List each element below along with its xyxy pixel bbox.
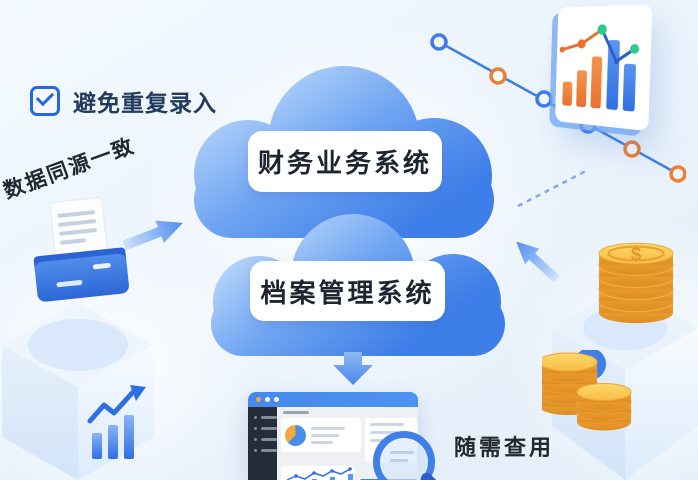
coin-stack-icon: [577, 384, 631, 431]
sidebar-item: [248, 427, 277, 430]
document-inbox-icon: [28, 195, 130, 302]
window-titlebar: [248, 392, 418, 407]
node-dot: [625, 142, 639, 156]
window-dot-icon: [274, 397, 279, 402]
feature-avoid-duplicate: 避免重复录入: [30, 84, 217, 118]
arrow-up-left-icon: [507, 232, 564, 288]
trend-chart-icon: [281, 466, 355, 480]
magnifier-handle: [419, 471, 446, 480]
pie-chart-icon: [285, 425, 306, 446]
bar-line-chart-icon: [555, 4, 652, 131]
sidebar-item: [248, 449, 277, 452]
node-dot: [537, 92, 551, 106]
cloud-label-archive-system: 档案管理系统: [250, 261, 445, 321]
window-dot-icon: [256, 397, 261, 402]
dashed-link-line: [514, 164, 592, 210]
dollar-symbol: $: [631, 244, 642, 265]
cloud-label-text: 档案管理系统: [260, 273, 434, 310]
arrow-down-icon: [330, 352, 376, 386]
dashboard-sidebar: [248, 407, 277, 480]
node-dot: [671, 167, 685, 181]
coin-stacks-small: [542, 350, 642, 450]
feature-label: 避免重复录入: [73, 84, 217, 118]
on-demand-label: 随需查用: [454, 430, 554, 462]
cloud-label-text: 财务业务系统: [258, 143, 432, 180]
coin-stack-icon: $: [588, 238, 684, 324]
check-icon: [30, 86, 60, 116]
cloud-label-finance-system: 财务业务系统: [248, 131, 442, 192]
breadcrumb-placeholder: [283, 411, 309, 414]
sidebar-item: [248, 438, 277, 441]
pie-widget: [281, 418, 361, 452]
dashboard-content: [277, 407, 421, 480]
dashboard-window: [248, 392, 418, 480]
chart-card: [555, 4, 652, 131]
search-icon: [373, 431, 435, 480]
sidebar-item: [248, 416, 277, 419]
same-source-label: 数据同源一致: [0, 130, 139, 205]
window-dot-icon: [265, 397, 270, 402]
node-dot: [432, 35, 446, 49]
